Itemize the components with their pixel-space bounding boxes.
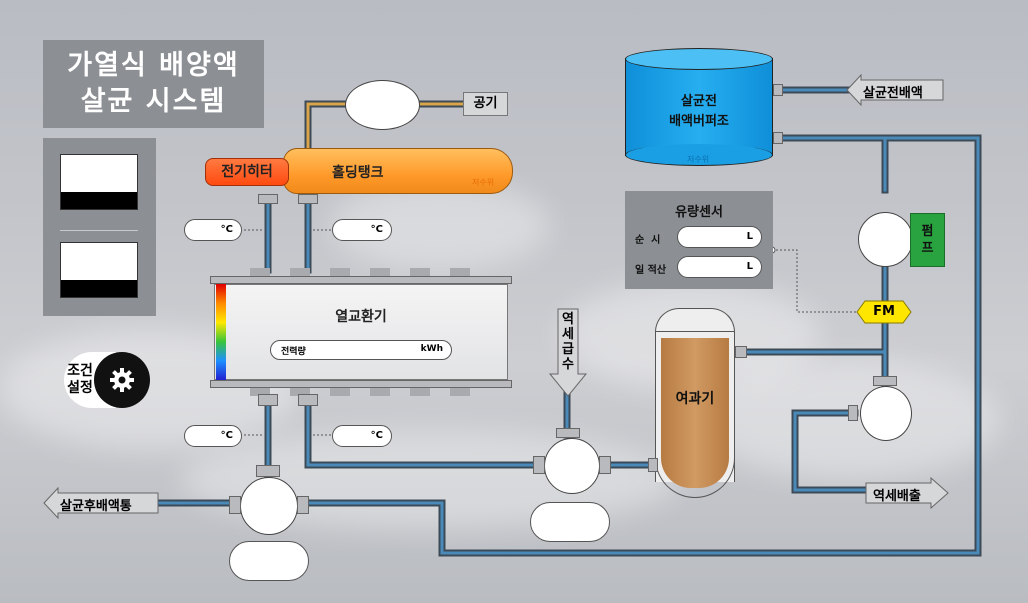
buffer-tank-line-2: 배액버퍼조	[669, 114, 729, 129]
backwash-drain-label: 역세배출	[873, 489, 921, 504]
electric-heater[interactable]: 전기히터	[205, 158, 289, 186]
backwash-supply-arrow: 역 세 급 수	[548, 308, 588, 398]
indicator-divider	[60, 230, 138, 231]
air-valve[interactable]	[345, 80, 420, 130]
title-line-1: 가열식 배양액	[67, 50, 240, 81]
heat-exchanger[interactable]: 열교환기 전력량 kWh	[210, 268, 512, 396]
flow-meter-badge: FM	[856, 300, 912, 324]
gear-icon	[94, 352, 150, 408]
pump[interactable]	[858, 212, 913, 267]
flow-instant-label: 순 시	[635, 235, 661, 246]
post-drain-readout	[229, 541, 309, 581]
power-readout: 전력량 kWh	[270, 340, 452, 360]
power-label: 전력량	[281, 347, 306, 357]
power-unit: kWh	[420, 344, 443, 354]
pre-drain-arrow: 살균전배액	[845, 74, 945, 106]
filter-vessel[interactable]: 여과기	[655, 308, 735, 506]
holding-tank-label: 홀딩탱크	[332, 165, 384, 181]
flow-sensor-panel: 유량센서 순 시 L 일 적산 L	[625, 191, 773, 289]
post-drain-label: 살균후배액통	[60, 499, 132, 514]
condition-line-2: 설정	[67, 380, 93, 396]
backwash-supply-valve[interactable]	[544, 438, 600, 494]
indicator-1	[60, 154, 138, 210]
backwash-supply-label: 역 세 급 수	[562, 312, 574, 372]
pump-label-2: 프	[921, 241, 934, 256]
buffer-low-level: 저수위	[687, 155, 710, 164]
system-title: 가열식 배양액 살균 시스템	[43, 40, 264, 128]
backwash-drain-valve[interactable]	[860, 386, 912, 441]
pump-label-1: 펌	[921, 224, 934, 239]
post-drain-arrow: 살균후배액통	[42, 487, 160, 519]
temp-readout-2: °C	[332, 219, 392, 241]
air-label: 공기	[463, 92, 508, 116]
fm-label: FM	[873, 304, 895, 319]
temp-readout-1: °C	[184, 219, 242, 241]
buffer-tank[interactable]: 살균전 배액버퍼조 저수위	[625, 48, 773, 166]
backwash-supply-readout	[530, 502, 610, 542]
indicator-panel	[43, 138, 156, 316]
holding-tank-low-level: 저수위	[472, 178, 495, 187]
condition-settings-button[interactable]: 조건 설정	[64, 352, 150, 408]
heat-exchanger-label: 열교환기	[335, 309, 387, 325]
buffer-tank-line-1: 살균전	[681, 94, 717, 109]
indicator-2	[60, 242, 138, 298]
backwash-drain-arrow: 역세배출	[865, 477, 950, 509]
pump-label: 펌 프	[910, 213, 945, 267]
flow-cumulative-readout: L	[677, 256, 762, 278]
pre-drain-label: 살균전배액	[863, 86, 923, 101]
filter-label: 여과기	[675, 391, 715, 407]
flow-cumulative-label: 일 적산	[635, 265, 667, 276]
flow-sensor-title: 유량센서	[675, 205, 723, 220]
post-drain-valve[interactable]	[240, 477, 298, 535]
title-line-2: 살균 시스템	[80, 86, 227, 117]
holding-tank[interactable]: 홀딩탱크 저수위	[283, 148, 513, 194]
temp-readout-3: °C	[184, 425, 242, 447]
temp-readout-4: °C	[332, 425, 392, 447]
condition-line-1: 조건	[67, 363, 93, 379]
flow-instant-readout: L	[677, 226, 762, 248]
